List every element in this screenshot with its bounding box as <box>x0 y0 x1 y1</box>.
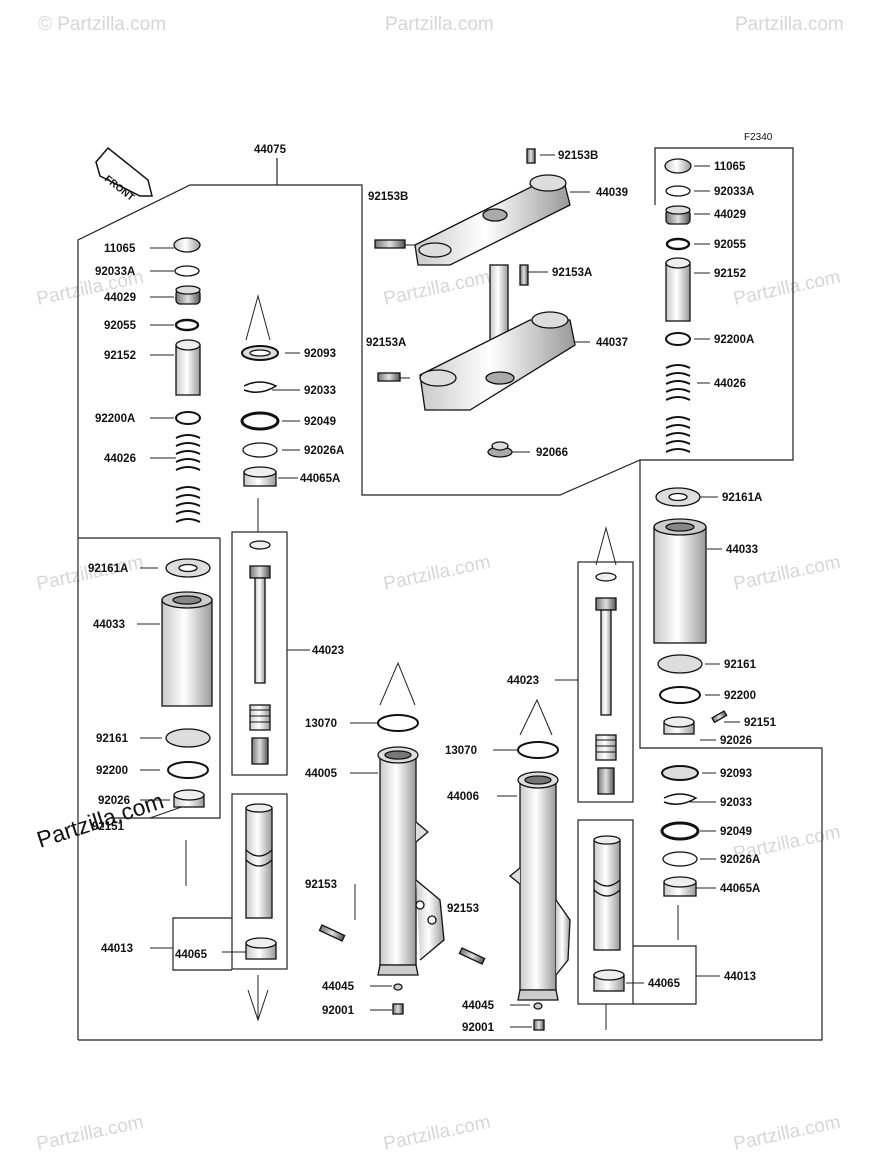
o-ring <box>174 318 200 332</box>
part-label: 44026 <box>714 378 746 390</box>
watermark: Partzilla.com <box>382 267 493 310</box>
part-label: 44029 <box>714 209 746 221</box>
part-label: 92093 <box>720 768 752 780</box>
part-label: 92055 <box>714 239 747 251</box>
part-label: 13070 <box>305 718 337 730</box>
leader-lines <box>137 154 740 1030</box>
part-label: 92200 <box>96 765 128 777</box>
part-label: 44026 <box>104 453 136 465</box>
part-label: 92033A <box>95 266 135 278</box>
part-label: 44065A <box>720 883 760 895</box>
part-label: 44023 <box>312 645 344 657</box>
part-label: 44006 <box>447 791 479 803</box>
part-label: 92153B <box>368 191 408 203</box>
part-label: 44037 <box>596 337 628 349</box>
cap <box>173 237 201 253</box>
triple-clamp <box>374 148 576 458</box>
watermark: © Partzilla.com <box>38 14 166 35</box>
part-label: 92151 <box>92 821 125 833</box>
part-label: 44023 <box>507 675 539 687</box>
part-label: 44029 <box>104 292 136 304</box>
part-label: 44065A <box>300 473 340 485</box>
figure-code: F2340 <box>744 132 773 143</box>
frame-lines <box>77 147 823 1041</box>
part-label: 92200A <box>95 413 135 425</box>
right-fork-parts <box>458 158 728 1031</box>
part-label: 92200 <box>724 690 756 702</box>
part-label: 44013 <box>101 943 133 955</box>
part-label: 92093 <box>304 348 336 360</box>
part-label: 92001 <box>462 1022 495 1034</box>
part-labels: 44075 11065 92033A 44029 92055 92152 922… <box>88 144 777 1034</box>
fork-leg-left <box>377 746 445 976</box>
part-label: 92161 <box>724 659 757 671</box>
watermark: Partzilla.com <box>385 14 494 35</box>
part-label: 92026A <box>720 854 760 866</box>
o-ring <box>174 265 200 277</box>
part-label: 92200A <box>714 334 754 346</box>
part-label: 44033 <box>726 544 758 556</box>
part-label: 44075 <box>254 144 287 156</box>
watermark: Partzilla.com <box>732 552 843 595</box>
part-label: 92152 <box>714 268 746 280</box>
part-label: 92066 <box>536 447 568 459</box>
part-label: 44013 <box>724 971 756 983</box>
spring <box>175 434 201 523</box>
watermark: Partzilla.com <box>382 1112 493 1155</box>
part-label: 44033 <box>93 619 125 631</box>
watermark: Partzilla.com <box>732 267 843 310</box>
center-fork-parts <box>240 345 445 1015</box>
part-label: 92033 <box>304 385 336 397</box>
part-label: 92055 <box>104 320 137 332</box>
watermark: Partzilla.com <box>35 1112 146 1155</box>
watermark: Partzilla.com <box>382 552 493 595</box>
part-label: 44065 <box>175 949 208 961</box>
part-label: 44005 <box>305 768 338 780</box>
part-label: 92026 <box>98 795 130 807</box>
part-label: 11065 <box>104 243 136 255</box>
part-label: 92033A <box>714 186 754 198</box>
front-arrow: FRONT <box>95 146 153 204</box>
part-label: 92151 <box>744 717 777 729</box>
part-label: 92153 <box>305 879 337 891</box>
part-label: 92049 <box>720 826 752 838</box>
part-label: 44045 <box>322 981 355 993</box>
part-label: 92161 <box>96 733 129 745</box>
watermark: Partzilla.com <box>735 14 844 35</box>
part-label: 92026A <box>304 445 344 457</box>
part-label: 92153 <box>447 903 479 915</box>
part-label: 92026 <box>720 735 752 747</box>
left-fork-parts <box>161 237 213 808</box>
part-label: 11065 <box>714 161 746 173</box>
part-label: 92049 <box>304 416 336 428</box>
part-label: 13070 <box>445 745 477 757</box>
part-label: 44045 <box>462 1000 495 1012</box>
part-label: 92161A <box>88 563 128 575</box>
part-label: 44039 <box>596 187 628 199</box>
part-label: 92033 <box>720 797 752 809</box>
watermark: Partzilla.com <box>732 1112 843 1155</box>
part-label: 92152 <box>104 350 136 362</box>
part-label: 44065 <box>648 978 681 990</box>
part-label: 92153A <box>366 337 406 349</box>
part-label: 92001 <box>322 1005 355 1017</box>
part-label: 92153A <box>552 267 592 279</box>
fork-leg-right <box>508 771 571 1001</box>
part-label: 92161A <box>722 492 762 504</box>
part-label: 92153B <box>558 150 598 162</box>
